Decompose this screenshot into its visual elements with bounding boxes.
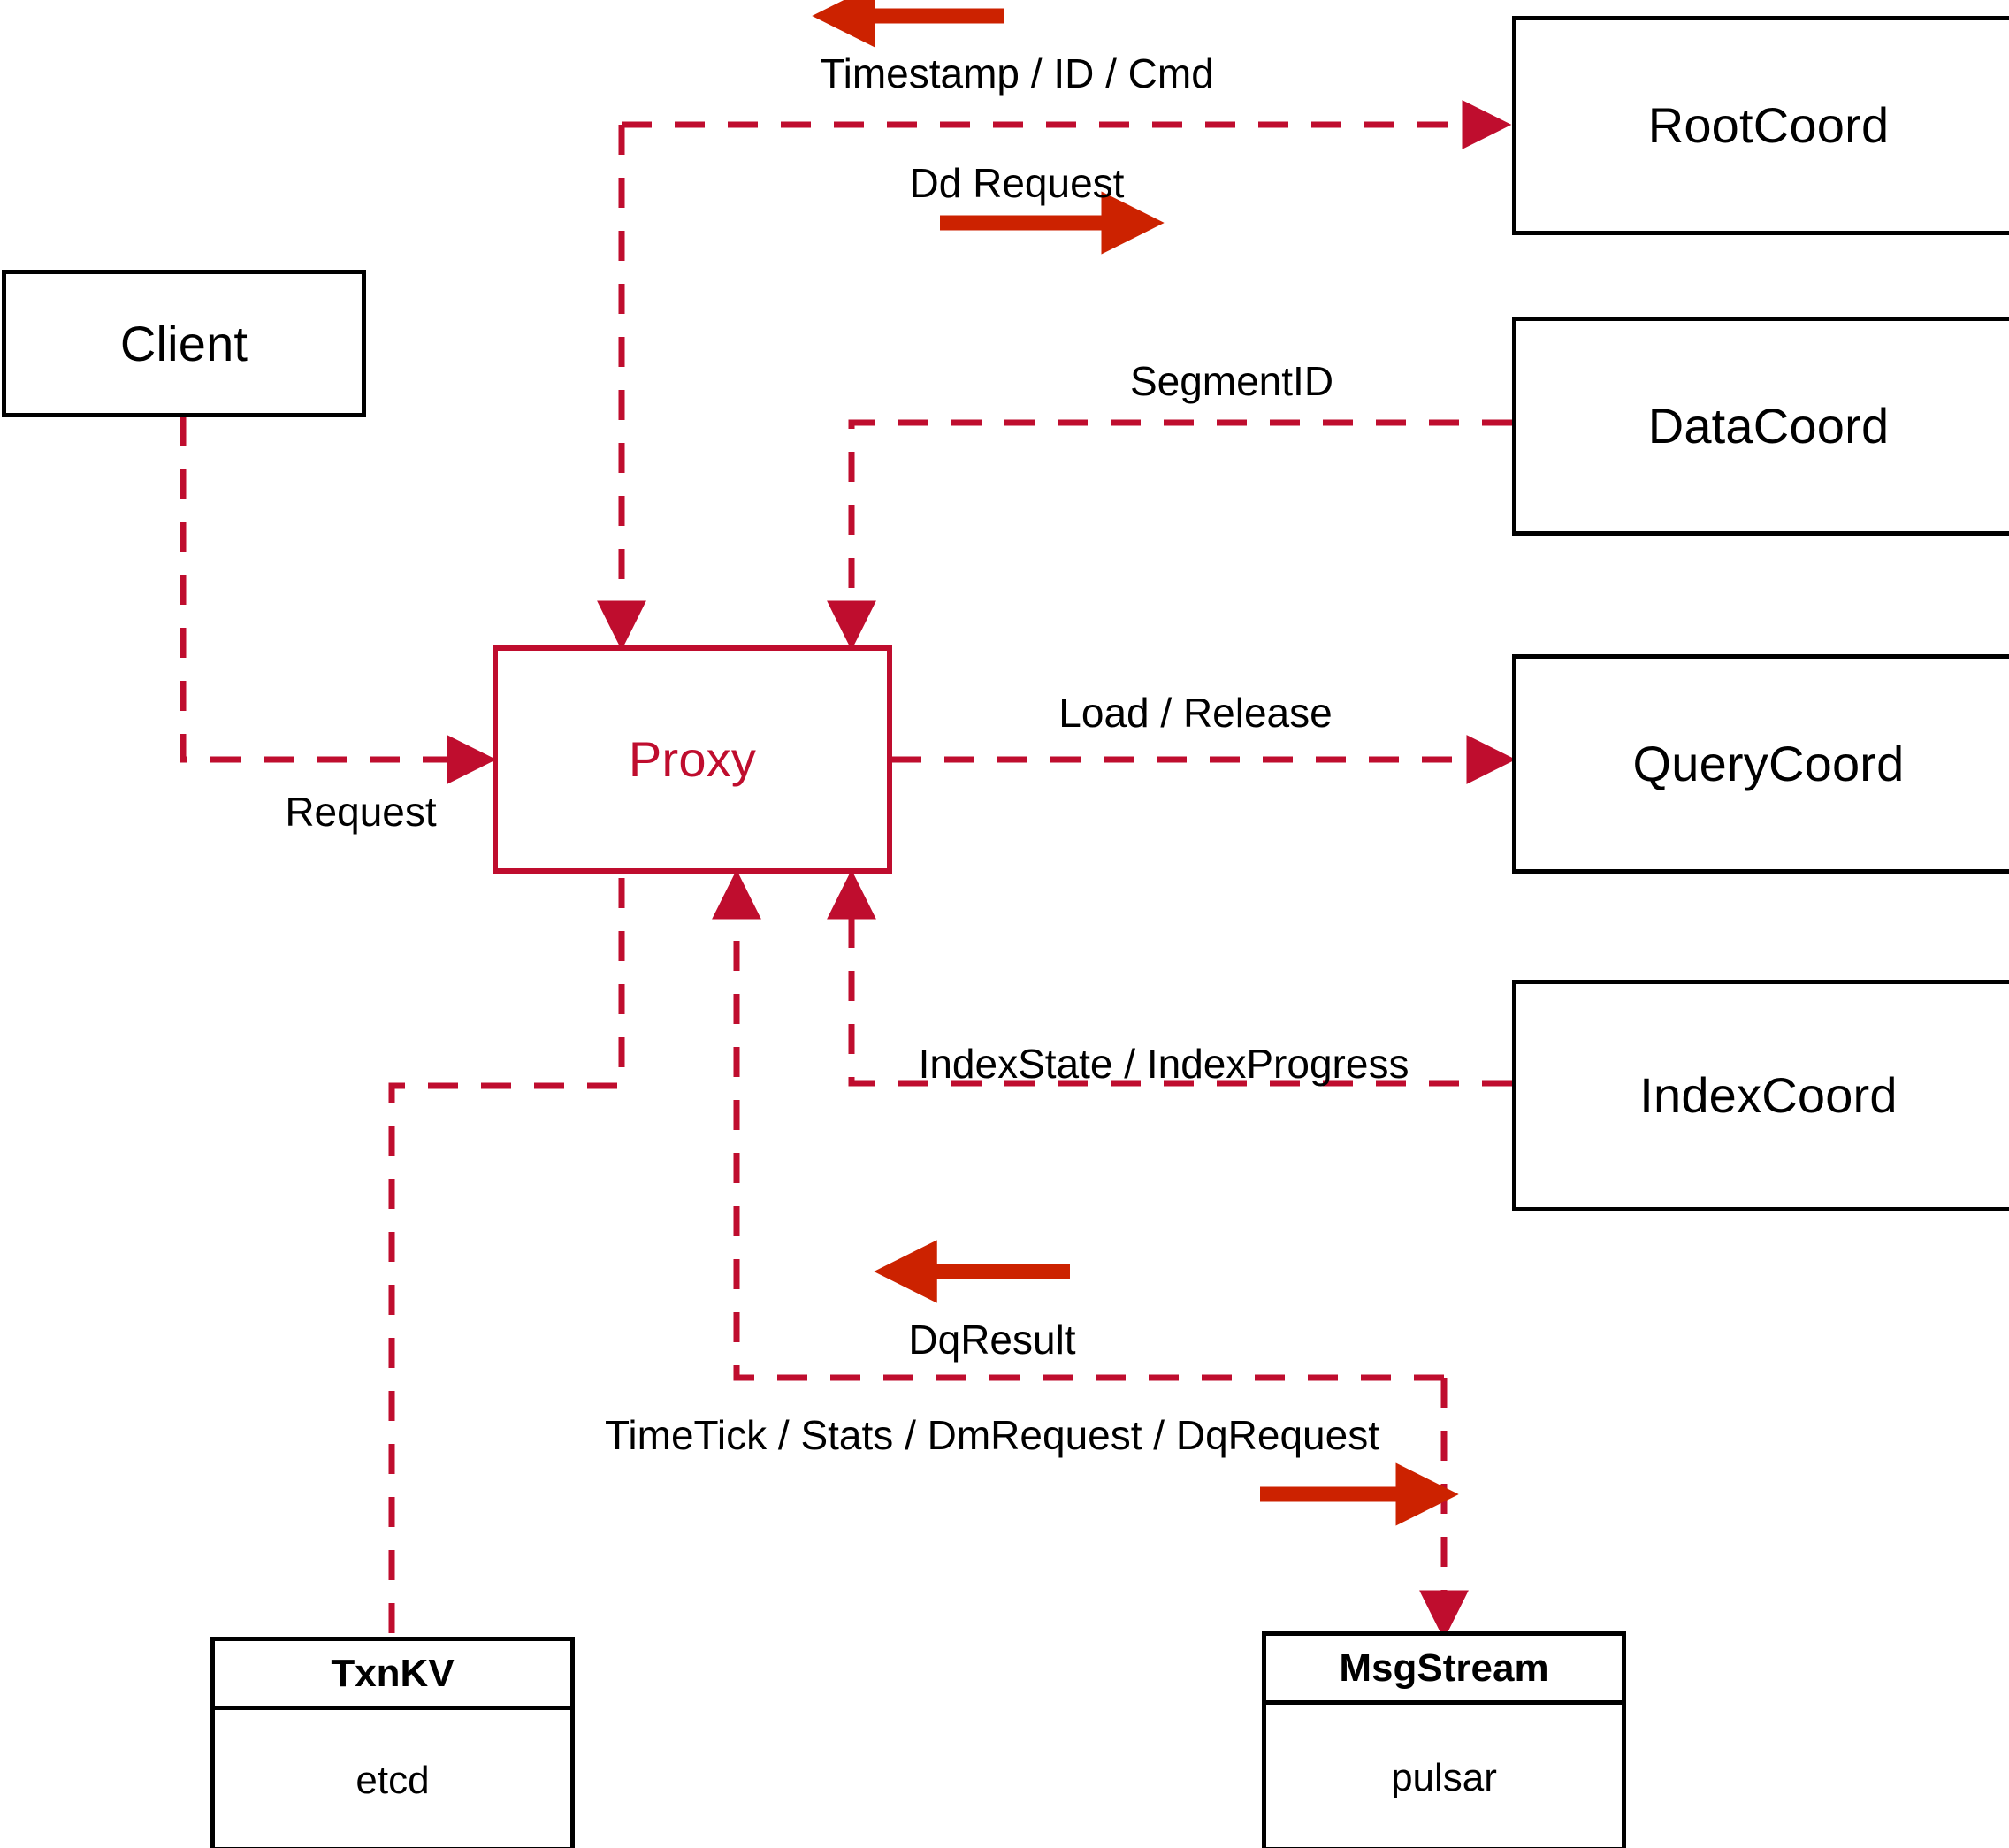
- node-proxy-label: Proxy: [628, 731, 757, 787]
- edge-label-load-release: Load / Release: [1058, 690, 1333, 736]
- node-msgstream[interactable]: MsgStream pulsar: [1262, 1631, 1626, 1848]
- edge-proxy-to-txnkv: [388, 878, 625, 1637]
- node-querycoord[interactable]: QueryCoord: [1512, 654, 2009, 874]
- edge-label-request: Request: [285, 789, 437, 835]
- node-indexcoord[interactable]: IndexCoord: [1512, 980, 2009, 1211]
- node-proxy[interactable]: Proxy: [493, 645, 892, 874]
- edge-client-to-proxy: [180, 416, 497, 784]
- node-msgstream-header: MsgStream: [1266, 1636, 1622, 1705]
- edge-msgstream-to-proxy: [712, 869, 1444, 1381]
- edge-label-segmentid: SegmentID: [1129, 358, 1334, 404]
- edge-label-indexstate-indexprogress: IndexState / IndexProgress: [918, 1041, 1409, 1087]
- node-rootcoord-label: RootCoord: [1647, 97, 1890, 153]
- edge-label-timestamp-id-cmd: Timestamp / ID / Cmd: [820, 50, 1214, 96]
- node-txnkv-body: etcd: [355, 1759, 430, 1802]
- node-client[interactable]: Client: [2, 270, 366, 417]
- edge-label-dd-request: Dd Request: [909, 160, 1125, 206]
- node-querycoord-label: QueryCoord: [1632, 736, 1905, 791]
- edge-indexcoord-to-proxy: [827, 869, 1512, 1087]
- node-datacoord-label: DataCoord: [1647, 398, 1890, 454]
- node-txnkv[interactable]: TxnKV etcd: [210, 1637, 575, 1848]
- edge-datacoord-to-proxy: [827, 419, 1512, 651]
- edge-label-timetick-stats-dmrequest-dqrequest: TimeTick / Stats / DmRequest / DqRequest: [605, 1412, 1379, 1458]
- node-rootcoord[interactable]: RootCoord: [1512, 16, 2009, 235]
- node-datacoord[interactable]: DataCoord: [1512, 317, 2009, 536]
- node-msgstream-body: pulsar: [1391, 1756, 1497, 1799]
- node-client-label: Client: [119, 315, 248, 371]
- node-indexcoord-label: IndexCoord: [1639, 1067, 1898, 1123]
- edge-label-dqresult: DqResult: [908, 1317, 1076, 1363]
- node-txnkv-header: TxnKV: [215, 1641, 570, 1710]
